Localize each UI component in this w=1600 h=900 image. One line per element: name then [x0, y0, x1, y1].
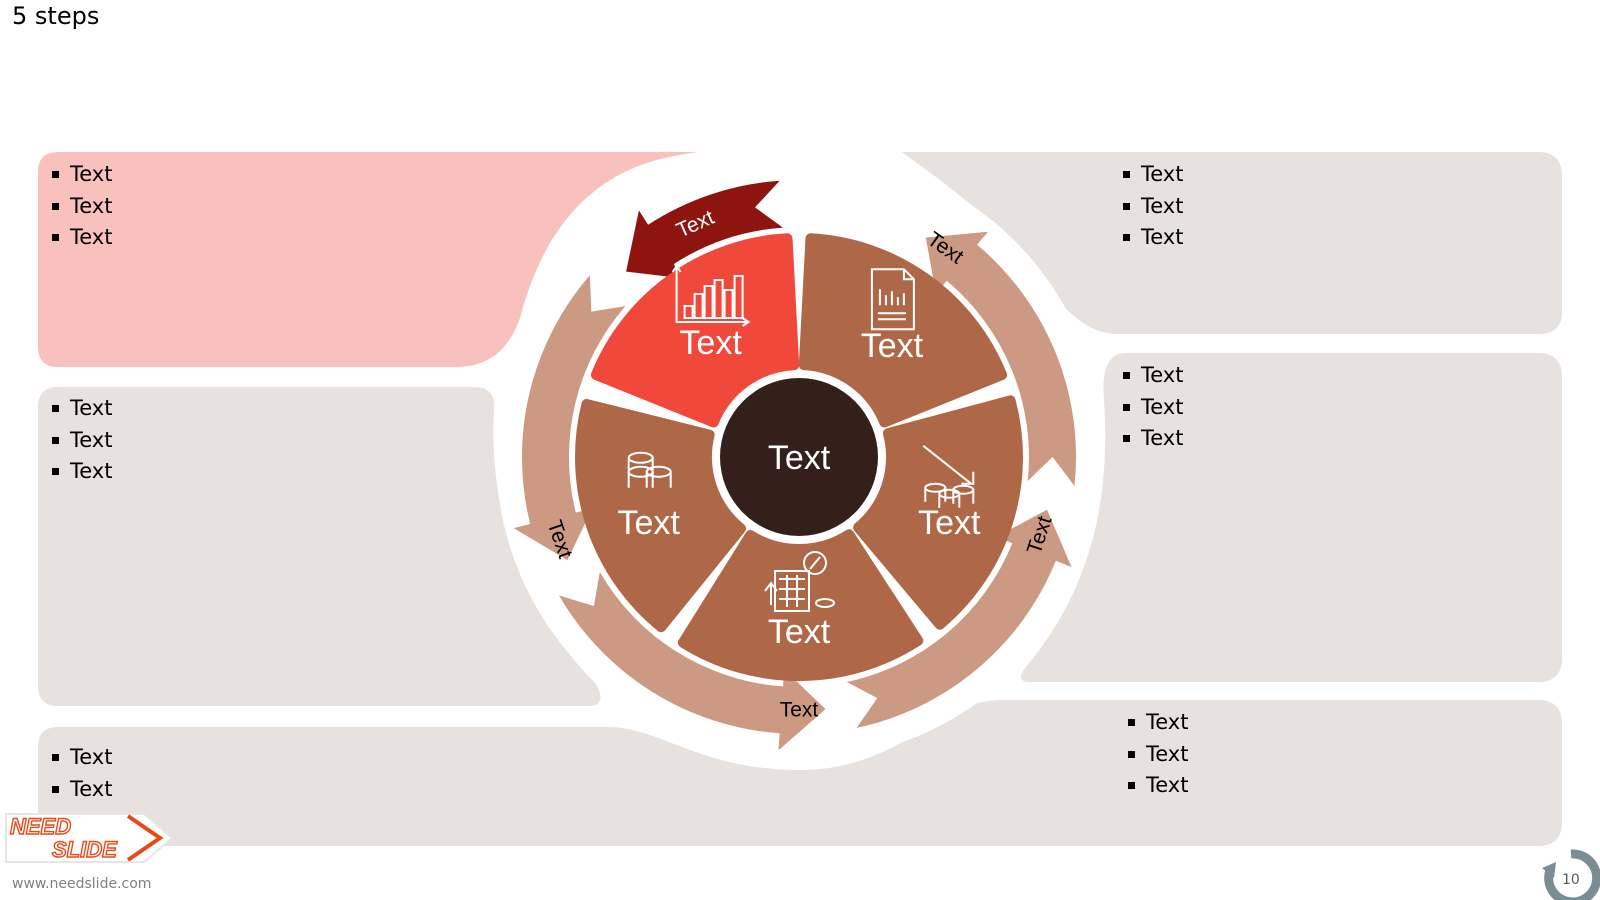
bullet-item: Text [50, 393, 112, 425]
panel-top-right [902, 152, 1562, 334]
step-segment-label: Text [679, 324, 742, 362]
step-segment-label: Text [618, 504, 681, 542]
step-segment-label: Text [768, 613, 831, 651]
step-segment-3 [853, 395, 1023, 630]
coins-decline-icon [922, 445, 975, 508]
bullet-item: Text [1126, 739, 1188, 771]
calculator-percent-icon [764, 551, 835, 612]
cycle-arrow-1 [626, 180, 783, 279]
cycle-arrowhead-icon [1542, 862, 1556, 878]
cycle-arrow-3 [559, 572, 826, 751]
bullet-item: Text [50, 425, 112, 457]
bullet-item: Text [1121, 159, 1183, 191]
panel-middle-right [1021, 353, 1562, 682]
needslide-logo[interactable]: NEED SLIDE [4, 808, 174, 898]
panel-bottom [38, 700, 1562, 846]
logo-arrow-shape [5, 813, 174, 863]
center-circle [720, 378, 878, 536]
logo-url[interactable]: www.needslide.com [12, 876, 152, 892]
step-segment-2 [798, 233, 1008, 428]
bullet-item: Text [1126, 707, 1188, 739]
step-segment-4 [677, 529, 924, 681]
logo-line-2: SLIDE [52, 837, 118, 862]
cycle-arrow-5 [925, 231, 1077, 486]
bullet-item: Text [50, 222, 112, 254]
bullet-item: Text [1121, 191, 1183, 223]
bullet-item: Text [1121, 423, 1183, 455]
bar-chart-icon [671, 264, 751, 327]
step-segment-label: Text [918, 504, 981, 542]
bullet-item: Text [50, 742, 112, 774]
panel-middle-left [38, 387, 601, 706]
cycle-arrow-2 [513, 275, 626, 561]
step-segment-5 [575, 399, 747, 633]
page-title: 5 steps [12, 2, 100, 30]
cycle-arrows-icon [1544, 849, 1600, 900]
report-document-icon [870, 268, 915, 331]
step-segment-label: Text [861, 327, 924, 365]
bullet-item: Text [1121, 222, 1183, 254]
cycle-arrow-label: Text [780, 699, 819, 722]
page-number-badge [1542, 849, 1600, 900]
coin-stacks-icon [627, 451, 672, 488]
bullet-item: Text [50, 191, 112, 223]
logo-line-1: NEED [10, 814, 71, 839]
logo-chevron-icon [126, 814, 164, 862]
step-segment-1 [590, 233, 800, 428]
bullet-item: Text [1121, 392, 1183, 424]
page-number: 10 [1562, 872, 1580, 888]
bullet-item: Text [50, 774, 112, 806]
cycle-arrow-4 [846, 509, 1072, 728]
bullet-item: Text [50, 159, 112, 191]
bullet-item: Text [1121, 360, 1183, 392]
bullet-item: Text [50, 456, 112, 488]
bullet-item: Text [1126, 770, 1188, 802]
panel-top-left [38, 152, 698, 367]
center-label: Text [768, 439, 831, 477]
